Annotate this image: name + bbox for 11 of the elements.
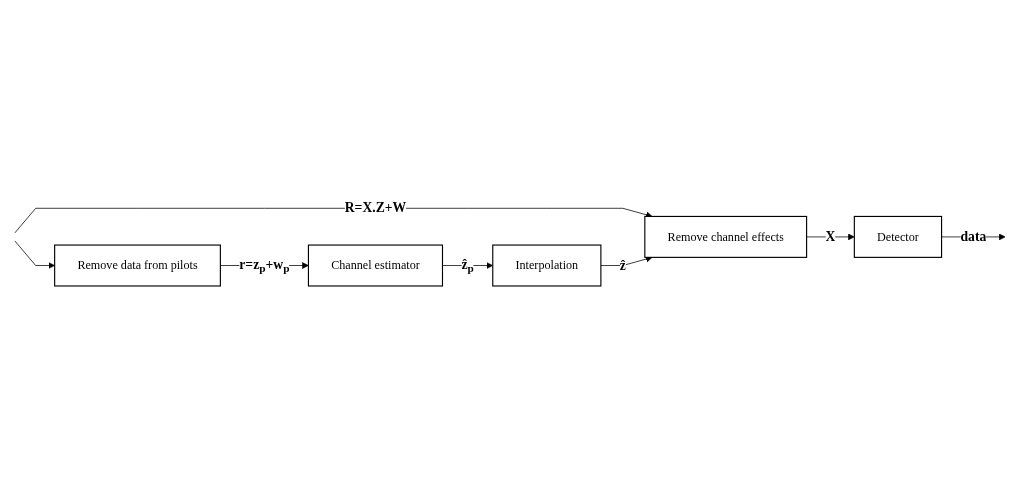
node-box: Remove channel effects bbox=[644, 216, 808, 259]
edge-label: r=z$_{p}$+w$_{p}$ bbox=[239, 256, 290, 275]
edge-label: ẑ bbox=[619, 258, 626, 274]
node-box: Channel estimator bbox=[307, 244, 444, 287]
node-box: Interpolation bbox=[492, 244, 602, 287]
node-box: Remove data from pilots bbox=[54, 244, 221, 287]
edge-label: R=X.Z+W bbox=[344, 200, 407, 216]
edge-label: X bbox=[825, 229, 836, 245]
edge-label: ẑ$_{p}$ bbox=[461, 256, 474, 275]
edge-label: data bbox=[960, 229, 987, 245]
node-box: Detector bbox=[853, 216, 943, 259]
